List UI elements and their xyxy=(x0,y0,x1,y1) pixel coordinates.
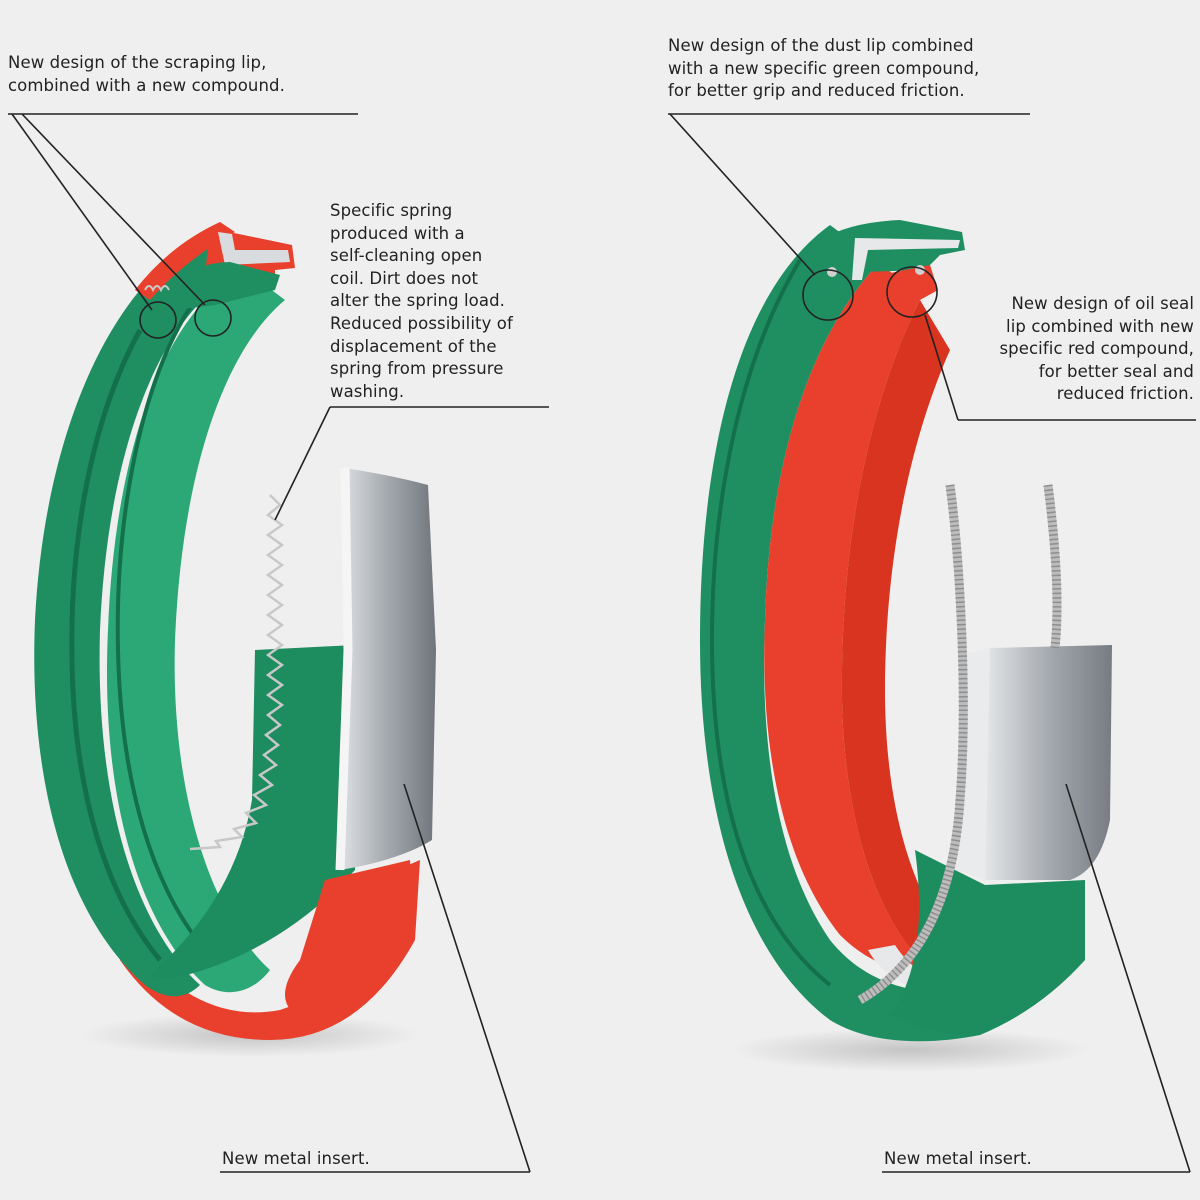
right-spring-left-coil xyxy=(857,484,968,1004)
callout-scraping-lip: New design of the scraping lip, combined… xyxy=(8,52,285,97)
right-metal-strip xyxy=(868,945,990,1000)
callout-spring-line: washing. xyxy=(330,381,405,401)
right-spring-right-coil xyxy=(1043,484,1062,649)
callout-metal-insert-left-text: New metal insert. xyxy=(222,1149,370,1168)
callout-oil-seal-lip-line: for better seal and xyxy=(1038,361,1194,381)
callout-spring-line: spring from pressure xyxy=(330,359,504,379)
callout-metal-insert-left: New metal insert. xyxy=(222,1148,370,1171)
right-top-spring-dot xyxy=(827,267,837,277)
callout-oil-seal-lip-line: reduced friction. xyxy=(1056,384,1194,404)
callout-spring-line: produced with a xyxy=(330,223,465,243)
callout-spring-line: coil. Dirt does not xyxy=(330,268,479,288)
callout-dust-lip-line: New design of the dust lip combined xyxy=(668,36,974,55)
callout-oil-seal-lip-line: specific red compound, xyxy=(999,339,1194,359)
callout-scraping-lip-line: New design of the scraping lip, xyxy=(8,53,267,72)
highlight-circle-scraping-b xyxy=(194,299,232,337)
highlight-circle-scraping-a xyxy=(139,301,177,339)
right-red-ring-inner xyxy=(841,300,950,970)
callout-spring-line: displacement of the xyxy=(330,336,497,356)
right-green-ring xyxy=(700,225,1000,1042)
callout-spring-line: Reduced possibility of xyxy=(330,313,513,333)
right-seal xyxy=(700,220,1112,1072)
right-seal-shadow xyxy=(730,1028,1090,1072)
left-green-ring-groove xyxy=(69,328,162,962)
callout-oil-seal-lip-line: New design of oil seal xyxy=(1011,294,1194,313)
highlight-circle-dust xyxy=(802,269,854,321)
right-green-ring-groove xyxy=(709,258,832,987)
right-red-ring xyxy=(764,262,930,972)
callout-dust-lip: New design of the dust lip combined with… xyxy=(668,35,979,103)
left-seal xyxy=(34,222,436,1057)
callout-oil-seal-lip: New design of oil seal lip combined with… xyxy=(999,293,1194,406)
left-top-spring xyxy=(144,285,170,293)
callout-metal-insert-right-text: New metal insert. xyxy=(884,1149,1032,1168)
leader-scraping-a xyxy=(11,113,153,311)
callout-metal-insert-right: New metal insert. xyxy=(884,1148,1032,1171)
callout-scraping-lip-line: combined with a new compound. xyxy=(8,75,285,95)
left-metal-insert-edge xyxy=(335,467,353,871)
callout-spring-line: Specific spring xyxy=(330,201,453,220)
leader-spring-diag xyxy=(274,406,331,521)
callout-spring-line: alter the spring load. xyxy=(330,291,505,311)
callout-dust-lip-line: with a new specific green compound, xyxy=(668,58,980,78)
leader-scraping-b xyxy=(21,113,206,306)
leader-dust-diag xyxy=(669,113,816,276)
left-green-ring-inner xyxy=(106,270,286,993)
highlight-circle-oil xyxy=(886,266,938,318)
callout-dust-lip-line: for better grip and reduced friction. xyxy=(668,81,965,101)
left-top-metal xyxy=(218,232,290,265)
leader-metal-left-diag xyxy=(403,783,531,1173)
left-red-cut xyxy=(285,860,415,1018)
leader-metal-right-diag xyxy=(1065,783,1191,1173)
callout-spring-line: self-cleaning open xyxy=(330,246,483,266)
left-spring xyxy=(189,494,285,851)
callout-spring: Specific spring produced with a self-cle… xyxy=(330,200,513,403)
left-top-green xyxy=(165,262,280,310)
left-metal-insert xyxy=(340,468,436,870)
callout-oil-seal-lip-line: lip combined with new xyxy=(1006,316,1194,336)
leader-oil-diag xyxy=(924,314,959,421)
leader-lines xyxy=(8,113,1196,1173)
right-top-metal xyxy=(852,238,960,280)
left-green-ring-groove2 xyxy=(115,298,207,952)
right-metal-insert xyxy=(985,645,1112,880)
